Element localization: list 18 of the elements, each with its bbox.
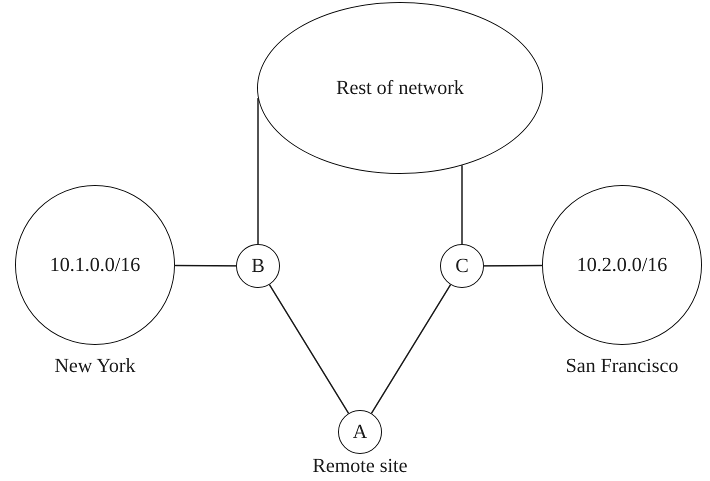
node-label: Rest of network xyxy=(336,76,464,100)
node-label: A xyxy=(352,420,368,444)
connector-line xyxy=(268,284,350,414)
connector-line xyxy=(370,284,452,414)
connector-line xyxy=(461,166,463,244)
node-label: B xyxy=(251,254,265,278)
connector-line xyxy=(175,264,236,267)
connector-line xyxy=(257,98,259,244)
node-label: 10.1.0.0/16 xyxy=(50,254,140,276)
router-circle xyxy=(338,410,382,454)
router-circle xyxy=(440,244,484,288)
site-label: Remote site xyxy=(312,455,408,478)
node-label: 10.2.0.0/16 xyxy=(576,254,668,276)
node-label: C xyxy=(455,254,469,278)
site-label: San Francisco xyxy=(566,355,678,378)
connector-line xyxy=(484,264,542,267)
router-circle xyxy=(236,244,280,288)
site-label: New York xyxy=(54,355,136,378)
